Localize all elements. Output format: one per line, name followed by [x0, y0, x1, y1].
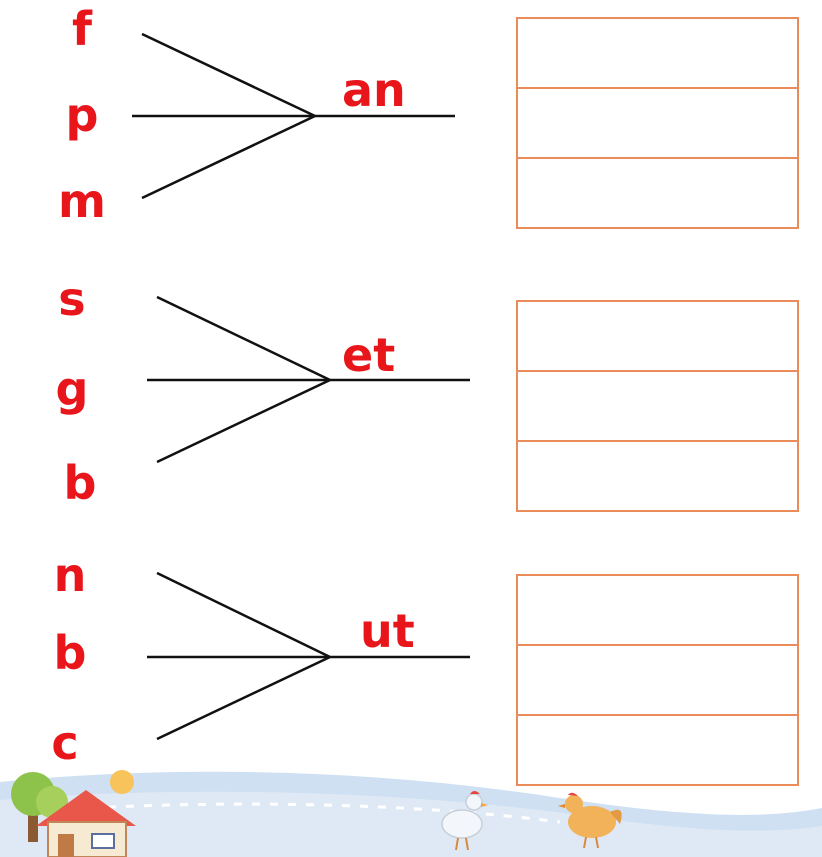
initial-letter: n — [53, 548, 87, 602]
answer-line[interactable] — [518, 89, 797, 159]
farm-scene — [0, 770, 822, 857]
initial-letter: b — [63, 456, 97, 510]
answer-line[interactable] — [518, 19, 797, 89]
answer-line[interactable] — [518, 646, 797, 716]
hen-icon — [558, 792, 622, 849]
initial-letter: c — [51, 716, 79, 770]
answer-box — [516, 17, 799, 229]
answer-line[interactable] — [518, 372, 797, 442]
word-ending: et — [342, 328, 396, 382]
initial-letter: p — [65, 88, 99, 142]
word-ending: an — [342, 63, 406, 117]
answer-line[interactable] — [518, 302, 797, 372]
sun-icon — [110, 770, 134, 794]
word-ending: ut — [360, 604, 415, 658]
tree-icon — [11, 772, 68, 842]
initial-letter: b — [53, 626, 87, 680]
answer-box — [516, 574, 799, 786]
answer-line[interactable] — [518, 576, 797, 646]
house-icon — [36, 790, 136, 857]
initial-letter: f — [71, 2, 92, 56]
initial-letter: m — [58, 174, 106, 228]
answer-box — [516, 300, 799, 512]
initial-letter: g — [55, 362, 89, 416]
rooster-icon — [441, 791, 488, 851]
initial-letter: s — [58, 272, 86, 326]
